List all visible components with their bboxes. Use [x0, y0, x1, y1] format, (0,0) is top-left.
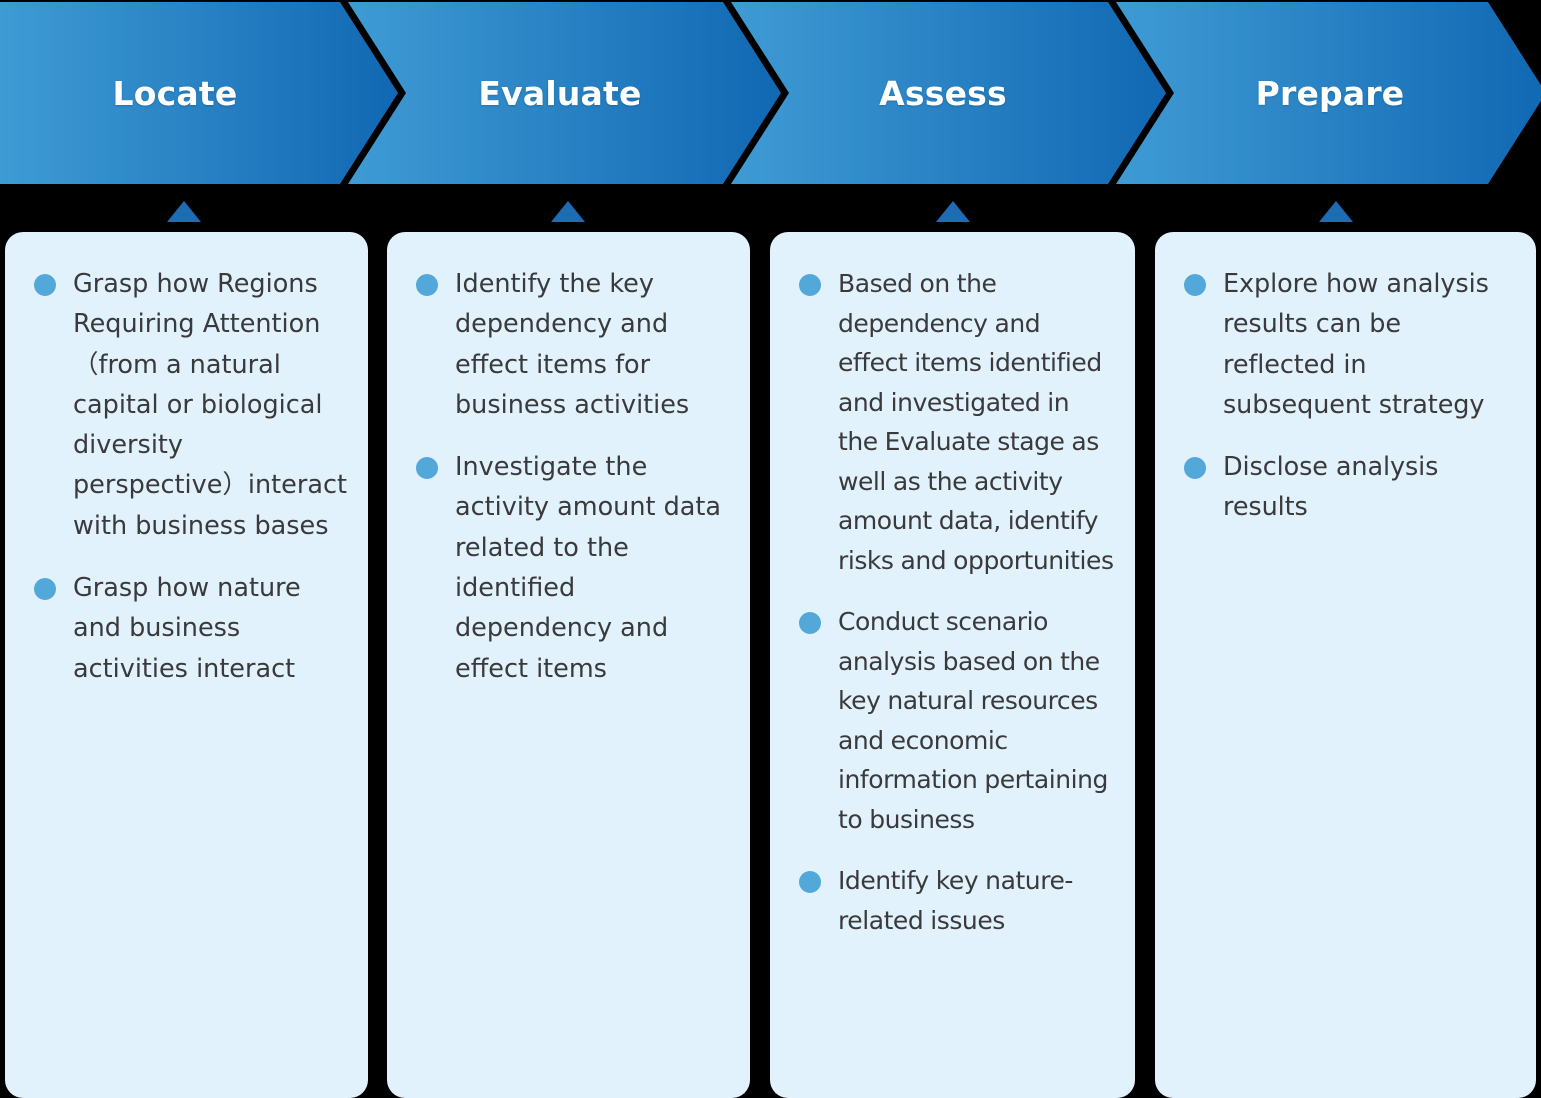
chevron-prepare [1116, 2, 1541, 184]
stage-label-assess: Assess [879, 73, 1007, 113]
chevron-assess [731, 2, 1166, 184]
chevron-locate [0, 2, 398, 184]
connector-triangle-icon-assess [936, 201, 970, 222]
list-item: Grasp how nature and business activities… [27, 568, 348, 689]
bullet-dot-icon [416, 274, 438, 296]
stage-label-locate: Locate [112, 73, 238, 113]
list-item: Explore how analysis results can be refl… [1177, 264, 1516, 425]
bullet-dot-icon [799, 612, 821, 634]
detail-card-evaluate: Identify the key dependency and effect i… [387, 232, 750, 1098]
detail-card-assess: Based on the dependency and effect items… [770, 232, 1135, 1098]
stage-label-evaluate: Evaluate [478, 73, 642, 113]
bullet-dot-icon [799, 871, 821, 893]
bullet-text: Explore how analysis results can be refl… [1223, 269, 1489, 420]
stage-label-prepare: Prepare [1255, 73, 1405, 113]
connector-triangle-icon-evaluate [551, 201, 585, 222]
bullet-dot-icon [416, 457, 438, 480]
bullet-list-assess: Based on the dependency and effect items… [792, 264, 1115, 940]
bullet-text: Investigate the activity amount data rel… [455, 452, 722, 684]
bullet-text: Grasp how Regions Requiring Attention（fr… [73, 269, 347, 541]
detail-cards-row: Grasp how Regions Requiring Attention（fr… [0, 232, 1541, 1098]
detail-card-locate: Grasp how Regions Requiring Attention（fr… [5, 232, 368, 1098]
connector-triangle-icon-prepare [1319, 201, 1353, 222]
list-item: Identify key nature-related issues [792, 861, 1115, 940]
bullet-dot-icon [1184, 457, 1206, 480]
bullet-text: Grasp how nature and business activities… [73, 572, 301, 684]
bullet-dot-icon [34, 577, 56, 600]
list-item: Disclose analysis results [1177, 447, 1516, 528]
bullet-list-locate: Grasp how Regions Requiring Attention（fr… [27, 264, 348, 689]
process-chevron-banner: Locate Evaluate Assess Prepare [0, 0, 1541, 186]
bullet-text: Based on the dependency and effect items… [838, 269, 1114, 575]
detail-card-prepare: Explore how analysis results can be refl… [1155, 232, 1536, 1098]
bullet-list-prepare: Explore how analysis results can be refl… [1177, 264, 1516, 528]
bullet-text: Disclose analysis results [1223, 452, 1439, 523]
bullet-dot-icon [34, 274, 56, 296]
list-item: Investigate the activity amount data rel… [409, 447, 730, 689]
bullet-text: Identify the key dependency and effect i… [455, 269, 690, 420]
list-item: Grasp how Regions Requiring Attention（fr… [27, 264, 348, 546]
list-item: Based on the dependency and effect items… [792, 264, 1115, 580]
list-item: Conduct scenario analysis based on the k… [792, 602, 1115, 839]
bullet-text: Identify key nature-related issues [838, 866, 1073, 935]
chevron-shapes [0, 2, 1541, 184]
bullet-text: Conduct scenario analysis based on the k… [838, 607, 1108, 834]
bullet-dot-icon [1184, 274, 1206, 296]
bullet-dot-icon [799, 274, 821, 296]
list-item: Identify the key dependency and effect i… [409, 264, 730, 425]
chevron-evaluate [348, 2, 781, 184]
connector-triangle-icon-locate [167, 201, 201, 222]
bullet-list-evaluate: Identify the key dependency and effect i… [409, 264, 730, 689]
